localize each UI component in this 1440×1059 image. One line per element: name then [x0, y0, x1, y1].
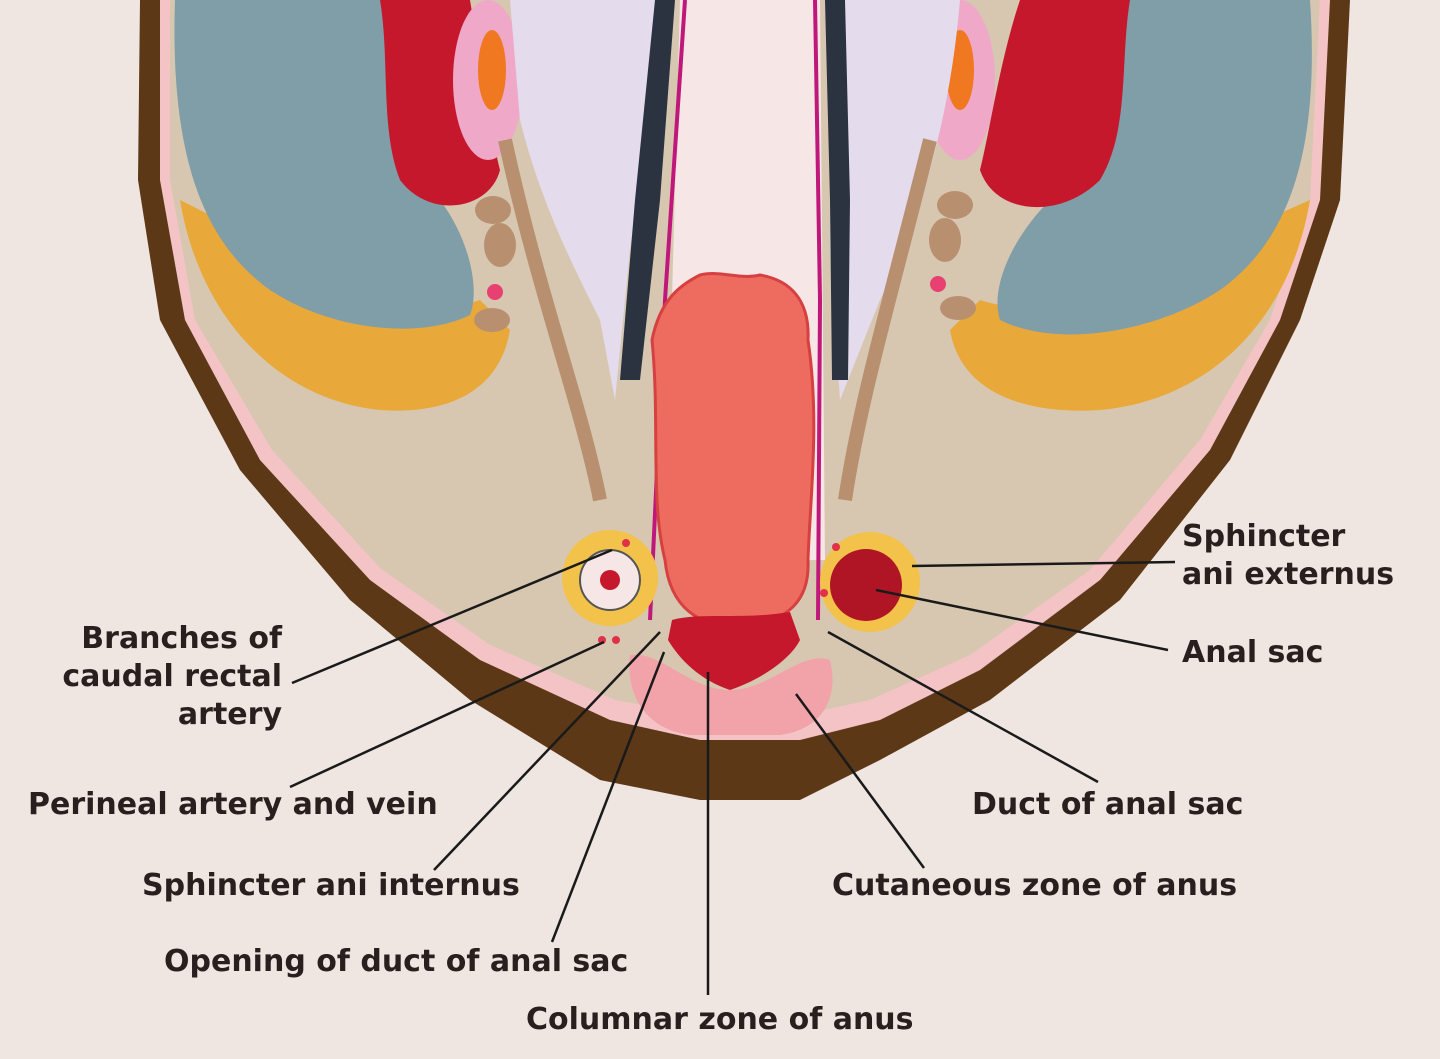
label-line: artery	[177, 697, 282, 732]
label-cutaneous-zone: Cutaneous zone of anus	[832, 868, 1238, 903]
leader-cutaneous	[794, 693, 926, 869]
nerve-left-2	[484, 223, 516, 267]
nerve-right-2	[929, 218, 961, 262]
tan-band-right	[838, 138, 937, 502]
label-sphincter-externus: Sphincter ani externus	[1182, 518, 1394, 594]
perineal-dot-2	[612, 636, 620, 644]
leader-internus	[433, 631, 661, 871]
columnar-zone	[668, 612, 800, 690]
mucosa-line-left	[648, 0, 687, 621]
label-line: ani externus	[1182, 557, 1395, 592]
orange-vessel-left	[478, 30, 506, 110]
leader-anal-sac	[875, 588, 1169, 652]
label-duct-anal-sac: Duct of anal sac	[972, 787, 1244, 822]
anal-sac-right	[830, 549, 902, 621]
ischium-left	[174, 0, 474, 329]
nerve-left-1	[475, 196, 511, 224]
label-columnar-zone: Columnar zone of anus	[526, 1002, 914, 1037]
label-line: Branches of	[81, 621, 282, 656]
label-perineal: Perineal artery and vein	[28, 787, 438, 822]
leader-externus	[911, 560, 1176, 568]
vessel-dot-left-1	[622, 539, 630, 547]
lavender-left	[510, 0, 660, 400]
red-mass-right	[980, 0, 1130, 208]
anal-sac-left-center	[600, 570, 620, 590]
dark-slit-left	[620, 0, 675, 380]
nerve-left-3	[474, 308, 510, 332]
mucosa-line-right	[813, 0, 823, 621]
ischium-right	[997, 0, 1312, 335]
tan-band-left	[498, 138, 607, 502]
leader-perineal	[289, 640, 605, 789]
leader-opening	[550, 651, 666, 943]
vessel-left-a	[487, 284, 503, 300]
cutaneous-zone	[629, 654, 833, 735]
vessel-right-a	[930, 276, 946, 292]
lavender-right	[830, 0, 960, 400]
label-branches-caudal-rectal: Branches of caudal rectal artery	[40, 620, 282, 734]
label-line: caudal rectal	[62, 659, 282, 694]
nerve-right-1	[937, 191, 973, 219]
label-sphincter-internus: Sphincter ani internus	[142, 868, 520, 903]
leader-duct	[827, 630, 1099, 784]
nerve-right-3	[940, 296, 976, 320]
rectal-mucosa	[650, 272, 816, 632]
vessel-dot-right-1	[832, 543, 840, 551]
label-line: Sphincter	[1182, 519, 1346, 554]
label-opening-duct: Opening of duct of anal sac	[164, 944, 629, 979]
vessel-dot-right-2	[820, 589, 828, 597]
label-anal-sac: Anal sac	[1182, 635, 1324, 670]
leader-branches	[291, 548, 613, 685]
dark-slit-right	[825, 0, 850, 380]
